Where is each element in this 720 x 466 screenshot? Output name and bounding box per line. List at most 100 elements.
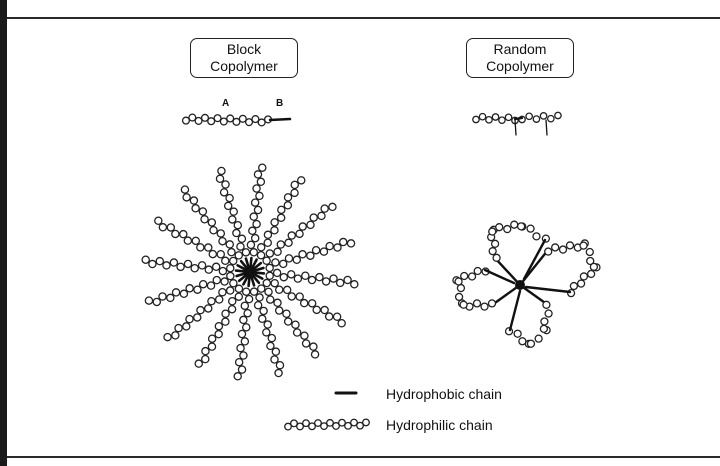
hydrophilic-bead — [321, 205, 328, 212]
hydrophilic-bead — [156, 258, 163, 265]
hydrophilic-bead — [285, 239, 292, 246]
hydrophilic-bead — [469, 273, 476, 280]
hydrophilic-bead — [159, 224, 166, 231]
hydrophilic-bead — [541, 318, 548, 325]
hydrophilic-bead — [186, 316, 193, 323]
hydrophilic-bead — [264, 321, 271, 328]
hydrophilic-bead — [163, 262, 170, 269]
hydrophilic-bead — [291, 181, 298, 188]
hydrophilic-bead — [271, 227, 278, 234]
hydrophilic-bead — [254, 206, 261, 213]
hydrophobic-segment — [492, 285, 520, 305]
hydrophilic-bead — [505, 114, 511, 120]
hydrophilic-bead — [219, 289, 226, 296]
hydrophilic-bead — [253, 185, 260, 192]
hydrophilic-bead — [456, 293, 463, 300]
hydrophilic-bead — [210, 227, 217, 234]
hydrophilic-bead — [172, 289, 179, 296]
hydrophilic-bead — [180, 231, 187, 238]
hydrophilic-bead — [276, 307, 283, 314]
hydrophilic-bead — [208, 219, 215, 226]
hydrophilic-bead — [276, 362, 283, 369]
hydrophilic-bead — [256, 294, 263, 301]
hydrophilic-bead — [294, 329, 301, 336]
hydrophilic-bead — [302, 272, 309, 279]
hydrophilic-bead — [570, 283, 577, 290]
hydrophilic-bead — [207, 282, 214, 289]
block-copolymer-chain — [183, 114, 290, 126]
hydrophilic-bead — [164, 333, 171, 340]
hydrophilic-bead — [555, 112, 561, 118]
hydrophilic-bead — [226, 241, 233, 248]
hydrophilic-bead — [267, 296, 274, 303]
hydrophilic-bead — [219, 238, 226, 245]
hydrophilic-bead — [489, 300, 496, 307]
legend-hydrophobic-label: Hydrophobic chain — [386, 386, 502, 402]
hydrophilic-bead — [192, 205, 199, 212]
hydrophilic-bead — [278, 214, 285, 221]
hydrophilic-bead — [180, 290, 187, 297]
hydrophilic-bead — [296, 230, 303, 237]
hydrophilic-bead — [238, 330, 245, 337]
hydrophobic-segment — [520, 250, 548, 285]
hydrophilic-bead — [172, 230, 179, 237]
hydrophilic-bead — [230, 208, 237, 215]
hydrophilic-bead — [229, 298, 236, 305]
hydrophilic-bead — [235, 293, 242, 300]
hydrophilic-bead — [272, 259, 279, 266]
hydrophilic-bead — [257, 178, 264, 185]
hydrophilic-bead — [474, 300, 481, 307]
hydrophilic-bead — [153, 298, 160, 305]
hydrophilic-bead — [197, 307, 204, 314]
hydrophilic-bead — [159, 293, 166, 300]
hydrophilic-bead — [238, 366, 245, 373]
hydrophilic-bead — [170, 259, 177, 266]
hydrophilic-bead — [340, 238, 347, 245]
hydrophilic-bead — [526, 113, 532, 119]
hydrophilic-bead — [580, 273, 587, 280]
hydrophilic-bead — [218, 167, 225, 174]
hydrophilic-bead — [347, 240, 354, 247]
hydrophilic-bead — [301, 300, 308, 307]
hydrophilic-bead — [288, 293, 295, 300]
hydrophilic-bead — [326, 313, 333, 320]
hydrophilic-bead — [205, 305, 212, 312]
hydrophilic-bead — [258, 119, 265, 126]
hydrophilic-bead — [260, 307, 267, 314]
hydrophobic-segment — [546, 120, 547, 135]
hydrophilic-bead — [259, 164, 266, 171]
hydrophilic-bead — [311, 351, 318, 358]
hydrophilic-bead — [337, 279, 344, 286]
hydrophilic-bead — [227, 287, 234, 294]
hydrophilic-bead — [543, 301, 550, 308]
hydrophilic-bead — [243, 324, 250, 331]
hydrophilic-bead — [257, 252, 264, 259]
hydrophilic-bead — [284, 194, 291, 201]
hydrophilic-bead — [318, 212, 325, 219]
hydrophilic-bead — [201, 216, 208, 223]
hydrophilic-bead — [263, 279, 270, 286]
hydrophilic-bead — [292, 321, 299, 328]
legend-hydrophilic-label: Hydrophilic chain — [386, 417, 493, 433]
hydrophilic-bead — [258, 285, 265, 292]
hydrophobic-segment — [270, 119, 290, 120]
hydrophilic-bead — [240, 352, 247, 359]
hydrophilic-bead — [250, 249, 257, 256]
hydrophilic-bead — [199, 208, 206, 215]
hydrophilic-bead — [533, 233, 540, 240]
hydrophilic-bead — [363, 419, 370, 426]
hydrophilic-bead — [186, 285, 193, 292]
hydrophilic-bead — [235, 252, 242, 259]
hydrophilic-bead — [234, 373, 241, 380]
hydrophilic-bead — [310, 214, 317, 221]
hydrophilic-bead — [298, 177, 305, 184]
hydrophilic-bead — [205, 266, 212, 273]
hydrophilic-bead — [284, 286, 291, 293]
hydrophilic-bead — [233, 229, 240, 236]
hydrophilic-bead — [209, 335, 216, 342]
hydrophilic-bead — [283, 310, 290, 317]
hydrophilic-bead — [145, 297, 152, 304]
hydrophilic-bead — [235, 285, 242, 292]
hydrophilic-bead — [181, 186, 188, 193]
